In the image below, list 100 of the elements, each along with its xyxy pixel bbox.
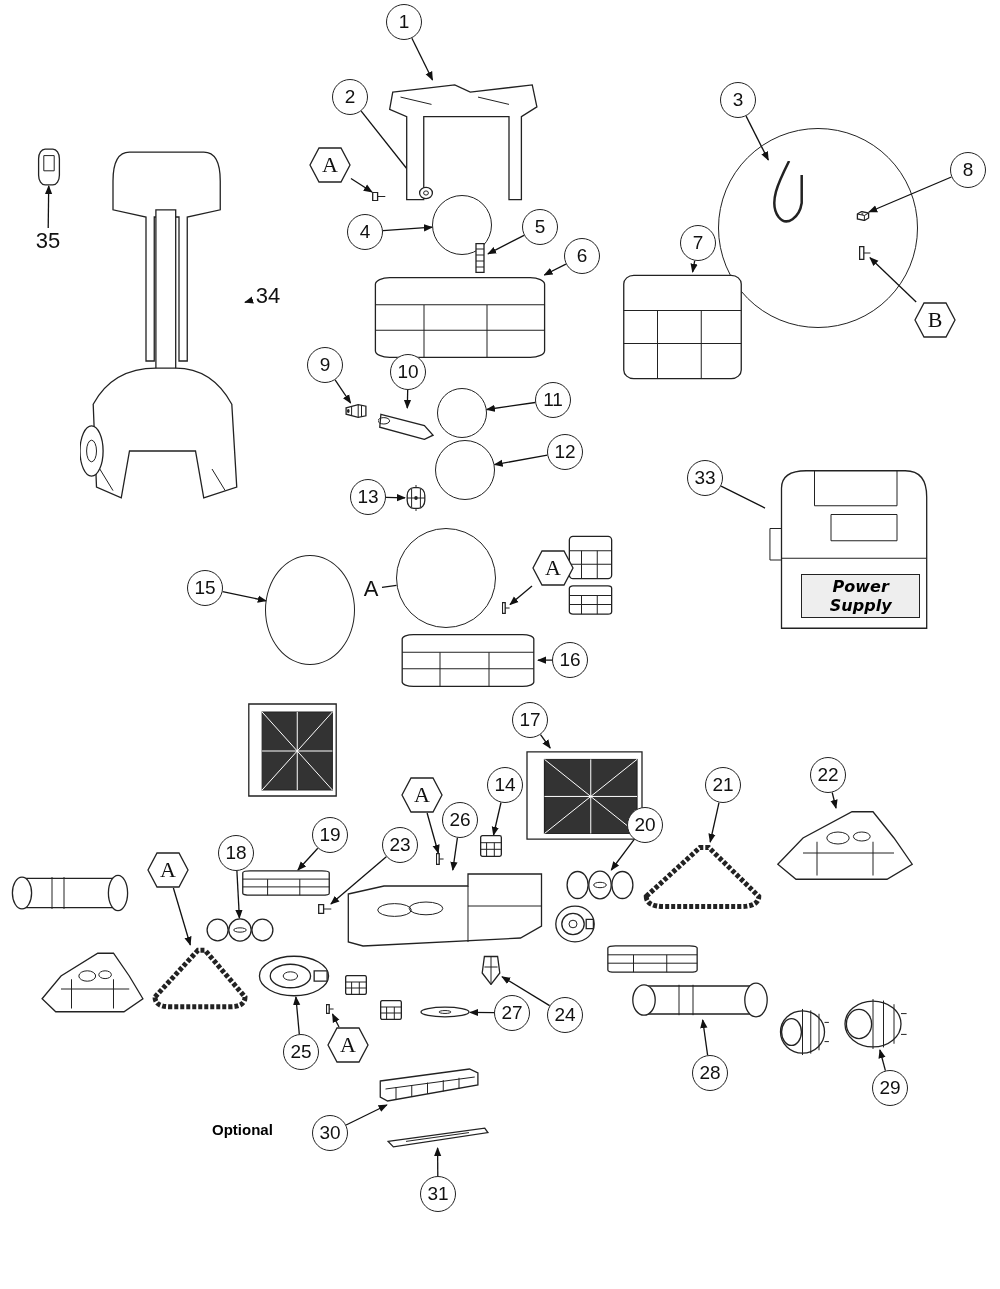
- leader-line: [720, 485, 766, 509]
- detail-circle: [437, 388, 487, 438]
- leader-line: [469, 1008, 495, 1017]
- leader-line: [381, 584, 398, 589]
- leader-line: [403, 389, 412, 409]
- leader-line: [610, 838, 635, 871]
- side-panel-drawing: [775, 808, 915, 883]
- callout-letter: A: [327, 1027, 369, 1063]
- screw-drawing: [859, 246, 871, 260]
- callout-number: 9: [307, 347, 343, 383]
- screw-drawing: [372, 192, 386, 201]
- callout-number: 15: [187, 570, 223, 606]
- callout-number: 4: [347, 214, 383, 250]
- callout-number: 11: [535, 382, 571, 418]
- leader-line: [690, 260, 698, 273]
- callout-number: 7: [680, 225, 716, 261]
- screw-drawing: [502, 602, 510, 614]
- leader-line: [334, 379, 352, 404]
- callout-number: 16: [552, 642, 588, 678]
- disc-drawing: [420, 1006, 470, 1018]
- callout-number: 30: [312, 1115, 348, 1151]
- callout-number: 31: [420, 1176, 456, 1212]
- leader-line: [868, 176, 953, 213]
- shaft-drawing: [472, 243, 488, 273]
- leader-line: [509, 585, 533, 606]
- callout-number: 23: [382, 827, 418, 863]
- leader-line: [293, 996, 301, 1035]
- callout-number: 8: [950, 152, 986, 188]
- callout-letter: A: [147, 852, 189, 888]
- callout-number: 26: [442, 802, 478, 838]
- callout-number: 24: [547, 997, 583, 1033]
- pin-drawing: [318, 904, 332, 914]
- bearing-drawing: [565, 870, 635, 900]
- callout-number: 35: [26, 228, 70, 254]
- leader-line: [501, 976, 551, 1007]
- callout-number: 25: [283, 1034, 319, 1070]
- leader-line: [345, 1104, 388, 1126]
- cable-joint-drawing: [405, 485, 427, 511]
- leader-line: [331, 1013, 340, 1028]
- leader-line: [382, 224, 433, 232]
- callout-number: 1: [386, 4, 422, 40]
- callout-number: 19: [312, 817, 348, 853]
- callout-number: 27: [494, 995, 530, 1031]
- leader-line: [172, 887, 192, 946]
- leader-line: [411, 37, 434, 81]
- track-drawing: [150, 945, 250, 1010]
- roller-drawing: [630, 980, 770, 1020]
- screw-drawing: [326, 1004, 334, 1014]
- callout-number: 3: [720, 82, 756, 118]
- leader-line: [235, 870, 243, 919]
- leader-line: [493, 454, 548, 467]
- callout-number: 10: [390, 354, 426, 390]
- screw-drawing: [436, 853, 444, 865]
- plug-drawing: [345, 403, 367, 419]
- leader-line: [491, 801, 502, 836]
- leader-line: [434, 1147, 442, 1177]
- leader-line: [485, 401, 536, 412]
- leader-line: [830, 791, 838, 809]
- callout-letter: A: [309, 147, 351, 183]
- remote-control-drawing: [36, 148, 62, 186]
- callout-number: 17: [512, 702, 548, 738]
- block-drawing: [480, 835, 502, 857]
- leader-line: [221, 591, 267, 603]
- printed-label: Power Supply: [801, 574, 921, 618]
- pulley-drawing: [258, 955, 330, 997]
- callout-letter: B: [914, 302, 956, 338]
- leader-line: [426, 812, 440, 854]
- callout-letter: A: [532, 550, 574, 586]
- callout-number: 12: [547, 434, 583, 470]
- leader-line: [244, 296, 254, 304]
- leader-line: [869, 257, 917, 303]
- callout-number: 13: [350, 479, 386, 515]
- leader-line: [708, 801, 720, 843]
- knob-drawing: [418, 186, 434, 200]
- callout-number: 28: [692, 1055, 728, 1091]
- leader-line: [44, 185, 53, 229]
- leader-line: [450, 837, 459, 871]
- tray-drawing: [240, 870, 332, 896]
- callout-number: 34: [250, 283, 286, 309]
- leader-line: [543, 263, 567, 276]
- bearing-drawing: [205, 918, 275, 942]
- leader-line: [385, 494, 406, 502]
- leader-line: [539, 733, 551, 749]
- callout-number: 29: [872, 1070, 908, 1106]
- callout-number: 14: [487, 767, 523, 803]
- callout-number: 2: [332, 79, 368, 115]
- callout-number: 5: [522, 209, 558, 245]
- callout-number: 21: [705, 767, 741, 803]
- impeller-drawing: [480, 955, 502, 985]
- plate-drawing: [385, 1126, 490, 1148]
- callout-number: A: [360, 577, 382, 601]
- leader-line: [487, 234, 525, 255]
- callout-number: 33: [687, 460, 723, 496]
- leader-line: [700, 1019, 709, 1056]
- leader-line: [350, 177, 373, 193]
- leader-line: [537, 656, 553, 664]
- note-text: Optional: [212, 1121, 273, 1138]
- leader-line: [330, 856, 387, 905]
- callout-number: 6: [564, 238, 600, 274]
- leader-line: [878, 1049, 887, 1072]
